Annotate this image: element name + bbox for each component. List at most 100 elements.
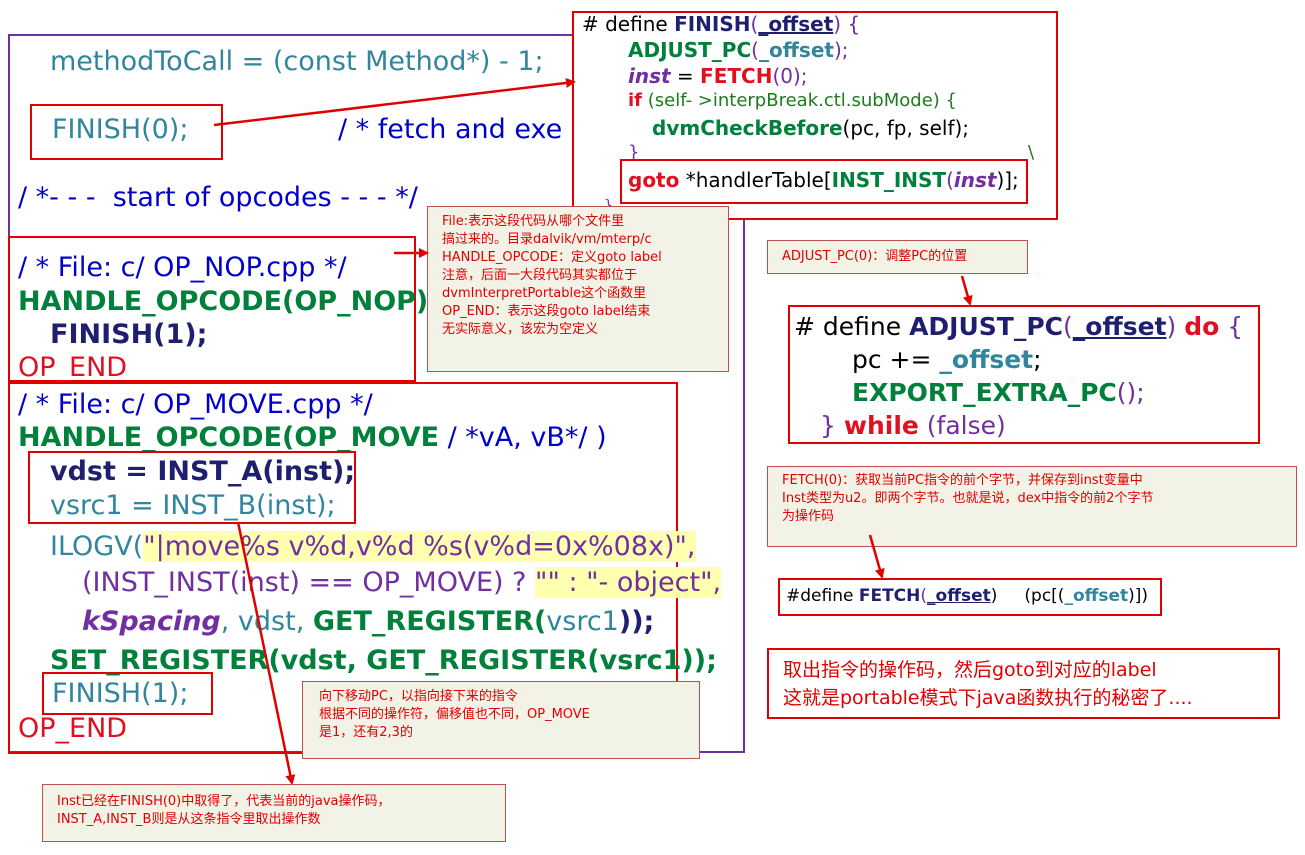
paren-open: ( [750, 12, 759, 36]
finish-define-line1: # define FINISH(_offset) { [582, 14, 860, 34]
vsrc-line: vsrc1 = INST_B(inst); [50, 490, 336, 521]
nop-handle-opcode: HANDLE_OPCODE(OP_NOP) [18, 286, 429, 317]
fetch-call: FETCH [700, 64, 773, 88]
while-keyword: while [843, 411, 919, 440]
file-note-line-1: File:表示这段代码从哪个文件里 [442, 214, 625, 229]
fetch-macro-name: FETCH [858, 586, 921, 606]
set-register-line: SET_REGISTER(vdst, GET_REGISTER(vsrc1)); [50, 645, 717, 676]
adjust-open-brace: { [1219, 312, 1244, 341]
move-handle-name: HANDLE_OPCODE(OP_MOVE [18, 422, 440, 453]
inst-inst-macro: INST_INST [831, 168, 947, 192]
finish-macro-name: FINISH [674, 12, 751, 36]
adjust-define-line3: EXPORT_EXTRA_PC(); [852, 380, 1145, 405]
adjust-define-line1: # define ADJUST_PC(_offset) do { [794, 314, 1243, 339]
fetch-note-line-2: Inst类型为u2。即两个字节。也就是说，dex中指令的前2个字节 [782, 491, 1154, 506]
offset-arg: _offset [758, 38, 834, 62]
check-before-args: (pc, fp, self); [842, 116, 970, 140]
adjust-note: ADJUST_PC(0)：调整PC的位置 [767, 240, 1028, 274]
finish-define-line7: goto *handlerTable[INST_INST(inst)]; [628, 170, 1019, 190]
inst-arg: inst [953, 168, 997, 192]
finish-define-line6: } [628, 142, 640, 163]
handler-close: )]; [996, 168, 1019, 192]
finish1-box [42, 672, 213, 715]
adjust-define-keyword: # define [794, 312, 910, 341]
finish0-comment: / * fetch and exe [338, 114, 563, 145]
move-handle-comment: / *vA, vB*/ ) [439, 422, 607, 453]
pc-plus-assign: pc += [852, 345, 940, 374]
summary-box: 取出指令的操作码，然后goto到对应的label 这就是portable模式下j… [767, 648, 1280, 719]
file-note-line-5: dvmInterpretPortable这个函数里 [442, 286, 647, 301]
adjust-pc-call: ADJUST_PC [628, 38, 752, 62]
move-note-line-2: 根据不同的操作符，偏移值也不同，OP_MOVE [319, 707, 590, 722]
fetch-note-line-1: FETCH(0)：获取当前PC指令的前个字节，并保存到inst变量中 [782, 473, 1143, 488]
define-keyword: # define [582, 12, 675, 36]
goto-box [620, 159, 1028, 204]
finish-define-line3: inst = FETCH(0); [628, 66, 808, 86]
offset-param: _offset [758, 12, 834, 36]
submode-condition: (self- >interpBreak.ctl.subMode) { [642, 90, 957, 111]
method-to-call-text: methodToCall = (const Method*) - 1; [50, 46, 544, 77]
kspacing-get-register: GET_REGISTER( [312, 606, 547, 637]
file-note-line-4: 注意，后面一大段代码其实都位于 [442, 268, 638, 283]
paren-close-brace: ) { [833, 12, 861, 36]
method-to-call-line: methodToCall = (const Method*) - 1; [50, 48, 544, 75]
file-note-line-2: 搞过来的。目录dalvik/vm/mterp/c [442, 232, 652, 247]
do-keyword: do [1184, 312, 1220, 341]
fetch-define-box [778, 578, 1162, 616]
finish-define-box [572, 11, 1058, 220]
move-note-line-1: 向下移动PC，以指向接下来的指令 [319, 689, 518, 704]
ilogv-call: ILOGV( [50, 531, 144, 562]
kspacing-vsrc: vsrc1 [546, 606, 619, 637]
move-handle-opcode: HANDLE_OPCODE(OP_MOVE / *vA, vB*/ ) [18, 424, 607, 451]
file-note-line-3: HANDLE_OPCODE：定义goto label [442, 250, 662, 265]
finish-define-line4: if (self- >interpBreak.ctl.subMode) { [628, 92, 957, 110]
adjust-define-box [788, 305, 1260, 444]
op-nop-box [8, 236, 416, 382]
arrow-adjust-note-to-define [960, 275, 973, 306]
inst-compare-strings: "" : "- object", [535, 567, 722, 598]
dvm-check-before: dvmCheckBefore [652, 116, 843, 140]
nop-file-comment: / * File: c/ OP_NOP.cpp */ [18, 252, 347, 283]
kspacing-var: kSpacing [82, 606, 221, 637]
kspacing-close: )); [618, 606, 655, 637]
adjust-offset-arg: _offset [939, 345, 1034, 374]
finish0-box [30, 104, 223, 160]
adjust-macro-name: ADJUST_PC [909, 312, 1064, 341]
handler-table: *handlerTable[ [679, 168, 832, 192]
adjust-close-brace: } [820, 411, 844, 440]
paren-open-2: ( [751, 38, 759, 62]
paren-open-7: ( [946, 168, 954, 192]
fetch-paren-open: ( [920, 586, 928, 606]
inst-note-line-2: INST_A,INST_B则是从这条指令里取出操作数 [57, 812, 321, 827]
move-note-line-3: 是1，还有2,3的 [319, 725, 413, 740]
fetch-pc-index: ) (pc[( [990, 586, 1065, 606]
vdst-line: vdst = INST_A(inst); [50, 456, 356, 487]
move-file-comment: / * File: c/ OP_MOVE.cpp */ [18, 389, 373, 420]
adjust-semicolon: ; [1033, 345, 1042, 374]
if-keyword: if [628, 90, 643, 111]
ilogv-format-string: "|move%s v%d,v%d %s(v%d=0x%08x)", [143, 531, 696, 562]
fetch-define-keyword: #define [786, 586, 859, 606]
adjust-paren-open: ( [1063, 312, 1073, 341]
finish-define-backslash: \ [1028, 142, 1035, 163]
file-note-line-6: OP_END：表示这段goto label结束 [442, 304, 651, 319]
file-note: File:表示这段代码从哪个文件里 搞过来的。目录dalvik/vm/mterp… [427, 206, 729, 372]
inst-note-line-1: Inst已经在FINISH(0)中取得了，代表当前的java操作码， [57, 794, 391, 809]
nop-finish: FINISH(1); [50, 319, 208, 350]
start-of-opcodes-comment: / *- - - start of opcodes - - - */ [18, 182, 418, 213]
fetch-offset-param: _offset [927, 586, 991, 606]
finish0-call: FINISH(0); [52, 114, 189, 145]
fetch-note: FETCH(0)：获取当前PC指令的前个字节，并保存到inst变量中 Inst类… [767, 466, 1297, 547]
adjust-define-line4: } while (false) [820, 413, 1006, 438]
fetch-args: (0); [772, 64, 808, 88]
adjust-paren-close: ) [1166, 312, 1185, 341]
inst-compare-line: (INST_INST(inst) == OP_MOVE) ? "" : "- o… [82, 567, 722, 598]
export-extra-pc: EXPORT_EXTRA_PC [852, 378, 1117, 407]
finish-define-line5: dvmCheckBefore(pc, fp, self); [652, 118, 969, 138]
fetch-close: )]) [1128, 586, 1149, 606]
fetch-note-line-3: 为操作码 [782, 509, 835, 524]
adjust-note-text: ADJUST_PC(0)：调整PC的位置 [782, 249, 968, 264]
summary-line-1: 取出指令的操作码，然后goto到对应的label [783, 659, 1157, 681]
adjust-define-line2: pc += _offset; [852, 347, 1042, 372]
move-note: 向下移动PC，以指向接下来的指令 根据不同的操作符，偏移值也不同，OP_MOVE… [302, 681, 700, 759]
